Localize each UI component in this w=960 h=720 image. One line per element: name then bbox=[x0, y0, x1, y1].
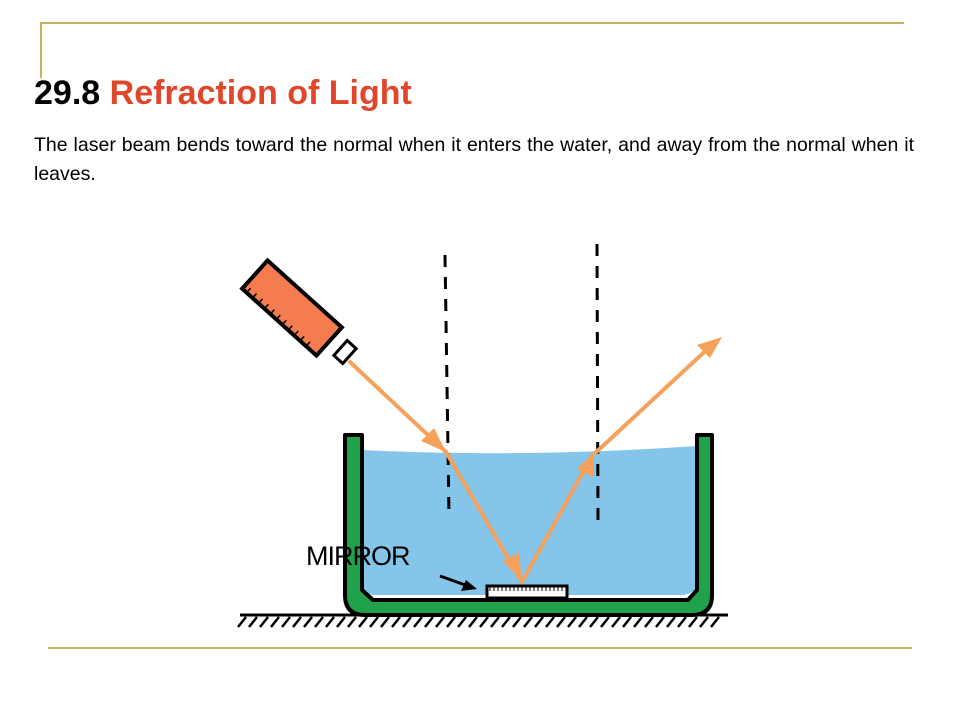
ground-hatch-mark bbox=[347, 616, 357, 628]
ground-hatch-mark bbox=[314, 616, 324, 628]
mirror-ticks bbox=[489, 587, 563, 591]
ground-hatch-mark bbox=[512, 616, 522, 628]
ground-hatching bbox=[237, 616, 720, 628]
ground-hatch-mark bbox=[424, 616, 434, 628]
ground-hatch-mark bbox=[479, 616, 489, 628]
arrowhead-reflected bbox=[577, 453, 594, 477]
laser-pointer bbox=[239, 257, 359, 366]
ground-hatch-mark bbox=[622, 616, 632, 628]
laser-ridge bbox=[300, 335, 305, 341]
ground-hatch-mark bbox=[358, 616, 368, 628]
slide-frame-left-line bbox=[40, 22, 42, 78]
ground-hatch-mark bbox=[259, 616, 269, 628]
ground-hatch-mark bbox=[457, 616, 467, 628]
ground-hatch-mark bbox=[567, 616, 577, 628]
normal-line-exit bbox=[595, 243, 600, 521]
ground-hatch-mark bbox=[413, 616, 423, 628]
slide-frame-bottom-line bbox=[48, 647, 912, 649]
arrowhead-incident bbox=[421, 428, 446, 452]
arrowhead-exit bbox=[697, 337, 722, 358]
ground-hatch-mark bbox=[336, 616, 346, 628]
laser-ridge bbox=[258, 298, 264, 304]
ground-hatch-mark bbox=[281, 616, 291, 628]
laser-ridge bbox=[270, 309, 275, 314]
ground-hatch-mark bbox=[589, 616, 599, 628]
ground-hatch-mark bbox=[534, 616, 544, 628]
ground-hatch-mark bbox=[369, 616, 379, 628]
laser-ridge bbox=[252, 293, 258, 298]
slide-body-text: The laser beam bends toward the normal w… bbox=[34, 134, 914, 185]
laser-ridge bbox=[282, 319, 287, 325]
ground-hatch-mark bbox=[292, 616, 302, 628]
ground-hatch-mark bbox=[710, 616, 720, 628]
laser-ridge bbox=[294, 330, 299, 336]
mirror bbox=[485, 584, 569, 600]
title-text: Refraction of Light bbox=[109, 74, 412, 112]
beam-reflected bbox=[520, 454, 594, 584]
ground-hatch-mark bbox=[523, 616, 533, 628]
title-number: 29.8 bbox=[34, 74, 101, 112]
ground-hatch-mark bbox=[611, 616, 621, 628]
ground-hatch-mark bbox=[677, 616, 687, 628]
laser-ridge bbox=[306, 341, 311, 346]
ground-hatch-mark bbox=[490, 616, 500, 628]
ground-hatch-mark bbox=[644, 616, 654, 628]
ground-hatch-mark bbox=[633, 616, 643, 628]
ground-hatch-mark bbox=[468, 616, 478, 628]
ground-hatch-mark bbox=[248, 616, 258, 628]
ground-hatch-mark bbox=[446, 616, 456, 628]
laser-ridge bbox=[288, 325, 293, 330]
laser-ridge bbox=[276, 314, 281, 320]
slide-title: 29.8 Refraction of Light bbox=[34, 74, 412, 113]
water bbox=[362, 446, 697, 595]
ground-hatch-mark bbox=[688, 616, 698, 628]
arrowhead-refracted bbox=[503, 553, 522, 582]
laser-ridge bbox=[264, 303, 269, 309]
ground-hatch-mark bbox=[545, 616, 555, 628]
laser-ridges bbox=[246, 287, 311, 346]
ground-hatch-mark bbox=[666, 616, 676, 628]
ground-hatch-mark bbox=[578, 616, 588, 628]
ground-hatch-mark bbox=[655, 616, 665, 628]
ground-hatch-mark bbox=[402, 616, 412, 628]
ground-hatch-mark bbox=[501, 616, 511, 628]
beam-exit bbox=[590, 341, 716, 458]
mirror-pointer-arrowhead bbox=[461, 580, 477, 591]
ground-hatch-mark bbox=[391, 616, 401, 628]
ground-hatch-mark bbox=[380, 616, 390, 628]
ground-hatch-mark bbox=[600, 616, 610, 628]
slide-frame-top-line bbox=[40, 22, 904, 24]
ground-hatch-mark bbox=[556, 616, 566, 628]
ground-hatch-mark bbox=[699, 616, 709, 628]
ground-hatch-mark bbox=[325, 616, 335, 628]
mirror-label: MIRROR bbox=[306, 541, 410, 571]
laser-nozzle bbox=[331, 338, 359, 366]
laser-ridge bbox=[246, 287, 252, 293]
ground-hatch-mark bbox=[303, 616, 313, 628]
mirror-pointer-arrow bbox=[439, 574, 469, 588]
ground-hatch-mark bbox=[435, 616, 445, 628]
ground-hatch-mark bbox=[237, 616, 247, 628]
laser-body bbox=[239, 257, 345, 359]
ground-hatch-mark bbox=[270, 616, 280, 628]
